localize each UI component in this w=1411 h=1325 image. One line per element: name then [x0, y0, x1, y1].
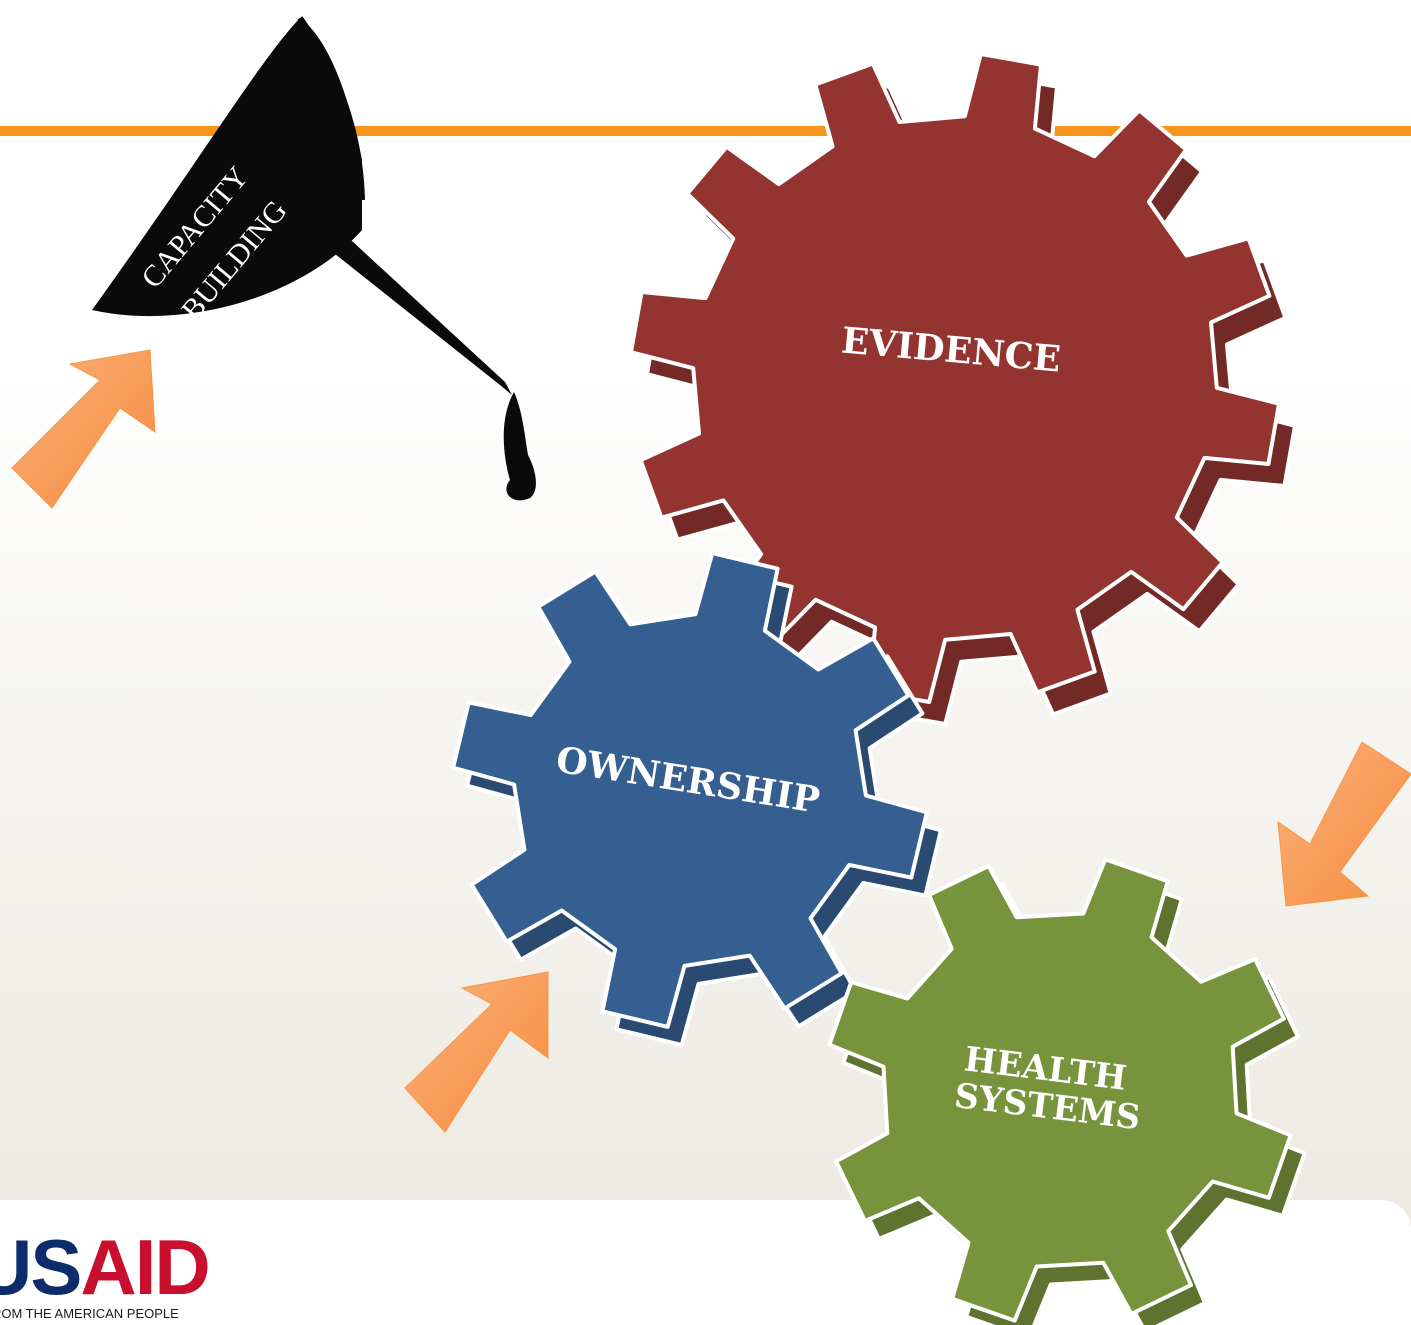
gear-front-face	[827, 857, 1293, 1323]
arrow-icon-top-left	[11, 349, 156, 509]
funnel-icon: CAPACITY BUILDING	[92, 16, 536, 501]
arrow-icon-bottom	[404, 971, 549, 1133]
header-line	[0, 126, 1411, 136]
arrow-icon-right	[1277, 741, 1411, 907]
gear-front-face	[629, 52, 1281, 704]
usaid-logo: USAID FROM THE AMERICAN PEOPLE	[0, 1228, 240, 1325]
evidence-gear	[629, 52, 1297, 726]
ownership-gear	[451, 551, 943, 1047]
usaid-logo-tagline: FROM THE AMERICAN PEOPLE	[0, 1306, 179, 1321]
health-systems-gear	[827, 857, 1307, 1325]
gear-front-face	[451, 551, 929, 1029]
usaid-logo-word: USAID	[0, 1223, 211, 1311]
